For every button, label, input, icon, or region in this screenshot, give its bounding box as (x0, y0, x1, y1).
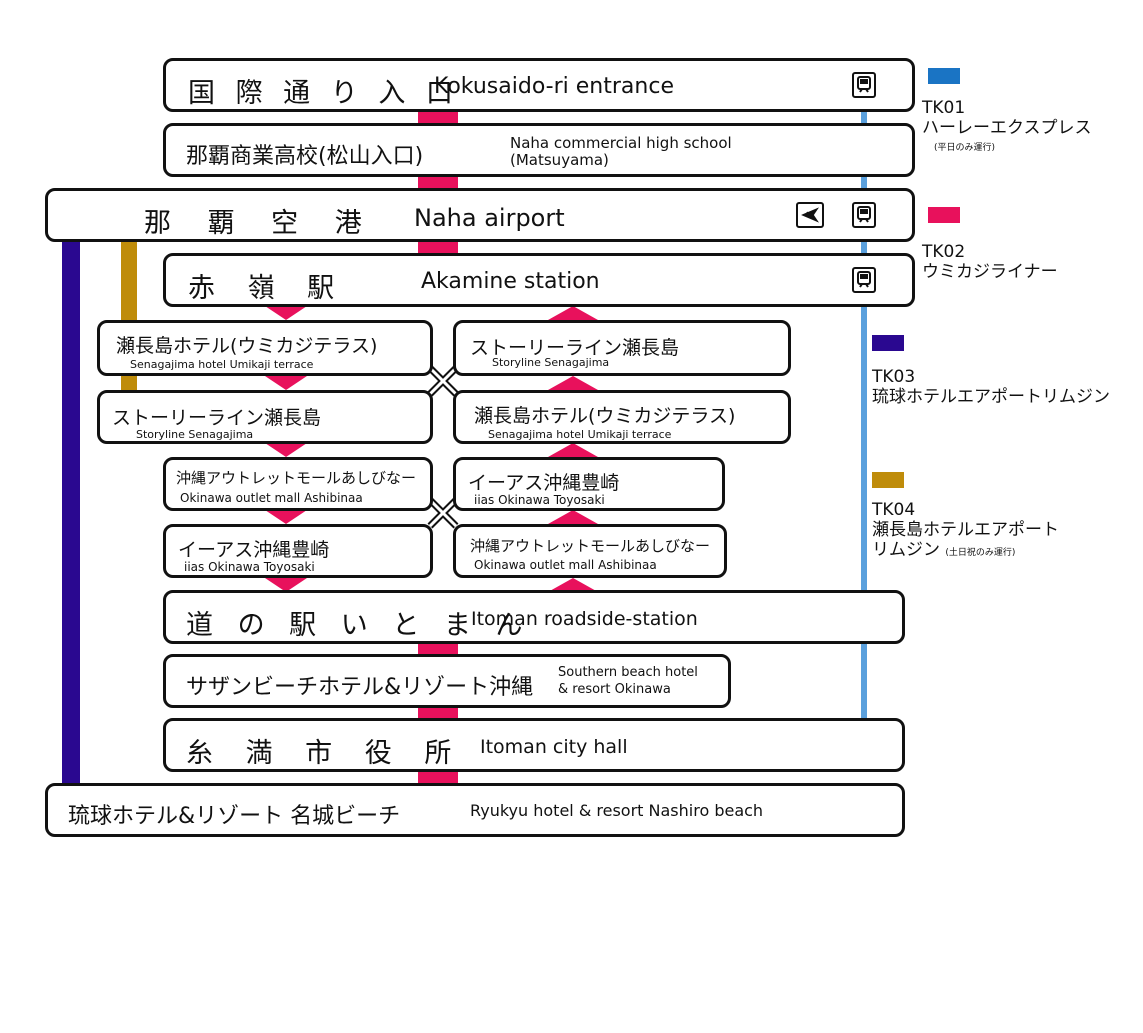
stop-name-en: Storyline Senagajima (492, 356, 610, 369)
stop-name-jp: 赤 嶺 駅 (188, 273, 347, 304)
stop-iias-left[interactable]: イーアス沖縄豊崎 iias Okinawa Toyosaki (163, 524, 433, 578)
stop-itoman-city-hall[interactable]: 糸 満 市 役 所 Itoman city hall (163, 718, 905, 772)
stop-name-en: Senagajima hotel Umikaji terrace (488, 428, 672, 441)
stop-name-en: Naha commercial high school (510, 134, 732, 152)
stop-itoman-roadside[interactable]: 道 の 駅 い と ま ん Itoman roadside-station (163, 590, 905, 644)
stop-kokusaidori[interactable]: 国 際 通 り 入 口 Kokusaido-ri entrance (163, 58, 915, 112)
stop-name-en: Itoman city hall (480, 736, 628, 758)
legend-code: TK04 (872, 500, 916, 520)
legend-code: TK02 (922, 242, 966, 262)
stop-name-jp: イーアス沖縄豊崎 (468, 472, 620, 494)
train-icon (852, 202, 876, 228)
stop-storyline-left[interactable]: ストーリーライン瀬長島 Storyline Senagajima (97, 390, 433, 444)
stop-name-en: Naha airport (414, 204, 565, 232)
stop-name-jp: 琉球ホテル&リゾート 名城ビーチ (68, 804, 401, 829)
legend-name: ウミカジライナー (922, 262, 1058, 282)
legend-code: TK03 (872, 367, 916, 387)
stop-name-en: Storyline Senagajima (136, 428, 254, 441)
stop-ryukyu-hotel[interactable]: 琉球ホテル&リゾート 名城ビーチ Ryukyu hotel & resort N… (45, 783, 905, 837)
legend-note: (平日のみ運行) (934, 143, 996, 153)
tk03-route-line (62, 240, 80, 785)
train-icon (852, 72, 876, 98)
stop-name-en: iias Okinawa Toyosaki (474, 493, 605, 507)
legend-code: TK01 (922, 98, 966, 118)
stop-senaga-hotel-right[interactable]: 瀬長島ホテル(ウミカジテラス) Senagajima hotel Umikaji… (453, 390, 791, 444)
train-icon (852, 267, 876, 293)
legend-name: 琉球ホテルエアポートリムジン (872, 387, 1110, 407)
legend-swatch-tk02 (928, 207, 960, 223)
stop-name-en: Southern beach hotel (558, 665, 698, 680)
stop-name-jp: 瀬長島ホテル(ウミカジテラス) (474, 405, 736, 427)
stop-akamine[interactable]: 赤 嶺 駅 Akamine station (163, 253, 915, 307)
legend-name-2: リムジン (872, 540, 940, 560)
legend-swatch-tk03 (872, 335, 904, 351)
stop-name-en: Kokusaido-ri entrance (434, 74, 674, 99)
stop-name-en: Ryukyu hotel & resort Nashiro beach (470, 801, 764, 820)
stop-southern-beach[interactable]: サザンビーチホテル&リゾート沖縄 Southern beach hotel & … (163, 654, 731, 708)
tk02-segment (418, 110, 458, 124)
stop-name-jp: 沖縄アウトレットモールあしびなー (470, 537, 711, 555)
stop-senaga-hotel-left[interactable]: 瀬長島ホテル(ウミカジテラス) Senagajima hotel Umikaji… (97, 320, 433, 376)
stop-name-jp: 沖縄アウトレットモールあしびなー (176, 469, 417, 487)
stop-name-en: Itoman roadside-station (471, 608, 698, 630)
stop-name-jp: サザンビーチホテル&リゾート沖縄 (186, 675, 534, 700)
stop-name-en: Senagajima hotel Umikaji terrace (130, 358, 314, 371)
stop-naha-commercial[interactable]: 那覇商業高校(松山入口) Naha commercial high school… (163, 123, 915, 177)
stop-name-en-sub: (Matsuyama) (510, 151, 609, 169)
stop-iias-right[interactable]: イーアス沖縄豊崎 iias Okinawa Toyosaki (453, 457, 725, 511)
stop-name-en: Okinawa outlet mall Ashibinaa (180, 491, 363, 505)
tk02-segment (418, 174, 458, 190)
stop-name-en: Akamine station (421, 269, 600, 294)
stop-outlet-right[interactable]: 沖縄アウトレットモールあしびなー Okinawa outlet mall Ash… (453, 524, 727, 578)
stop-name-jp: 瀬長島ホテル(ウミカジテラス) (116, 335, 378, 357)
stop-name-en: Okinawa outlet mall Ashibinaa (474, 558, 657, 572)
tk02-segment (418, 240, 458, 254)
stop-name-jp: ストーリーライン瀬長島 (112, 407, 322, 429)
legend-entry-tk04: TK04 瀬長島ホテルエアポート リムジン (土日祝のみ運行) (872, 500, 1059, 563)
legend-note: (土日祝のみ運行) (945, 548, 1016, 558)
stop-name-en-sub: & resort Okinawa (558, 682, 671, 697)
legend-entry-tk02: TK02 ウミカジライナー (922, 242, 1058, 282)
stop-name-jp: 那覇商業高校(松山入口) (186, 144, 424, 169)
stop-outlet-left[interactable]: 沖縄アウトレットモールあしびなー Okinawa outlet mall Ash… (163, 457, 433, 511)
stop-storyline-right[interactable]: ストーリーライン瀬長島 Storyline Senagajima (453, 320, 791, 376)
tk02-segment (418, 705, 458, 719)
legend-swatch-tk01 (928, 68, 960, 84)
stop-name-jp: 那 覇 空 港 (144, 208, 376, 239)
legend-name: ハーレーエクスプレス (922, 118, 1092, 138)
tk01-route-line (861, 110, 867, 720)
airplane-icon (796, 202, 824, 228)
legend-swatch-tk04 (872, 472, 904, 488)
stop-name-jp: 糸 満 市 役 所 (186, 738, 464, 769)
stop-name-jp: 国 際 通 り 入 口 (188, 78, 459, 109)
stop-name-jp: ストーリーライン瀬長島 (470, 337, 680, 359)
stop-name-jp: 道 の 駅 い と ま ん (186, 610, 531, 641)
stop-name-en: iias Okinawa Toyosaki (184, 560, 315, 574)
stop-naha-airport[interactable]: 那 覇 空 港 Naha airport (45, 188, 915, 242)
legend-entry-tk01: TK01 ハーレーエクスプレス (平日のみ運行) (922, 98, 1092, 158)
legend-name: 瀬長島ホテルエアポート (872, 520, 1059, 540)
stop-name-jp: イーアス沖縄豊崎 (178, 539, 330, 561)
legend-entry-tk03: TK03 琉球ホテルエアポートリムジン (872, 367, 1110, 407)
tk02-segment (418, 770, 458, 784)
